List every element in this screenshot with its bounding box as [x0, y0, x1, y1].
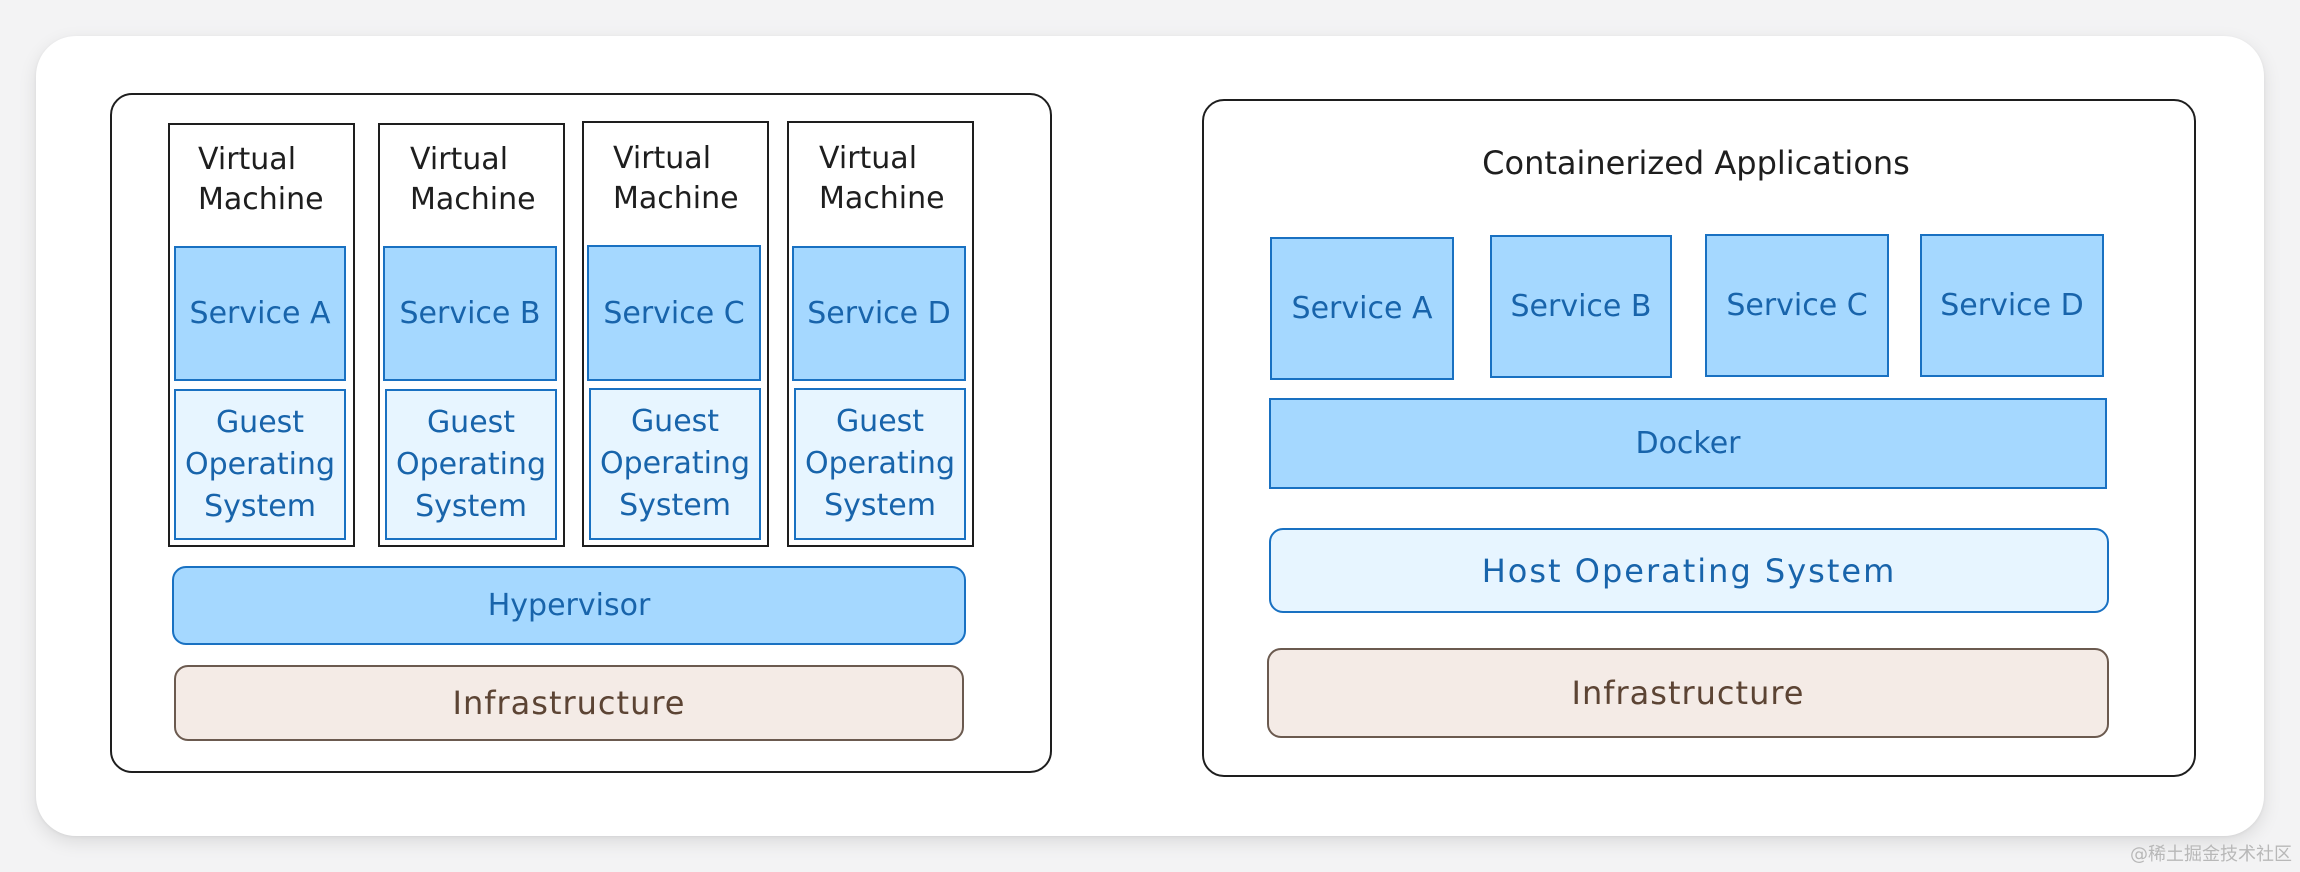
vm-title: Virtual Machine — [198, 142, 324, 217]
vm-service-b: Service B — [383, 246, 557, 381]
guest-os-d: Guest Operating System — [794, 388, 966, 540]
guest-os-a: Guest Operating System — [174, 389, 346, 540]
hypervisor-layer: Hypervisor — [172, 566, 966, 645]
watermark: @稀土掘金技术社区 — [2130, 844, 2292, 865]
host-os-layer: Host Operating System — [1269, 528, 2109, 613]
guest-os-c: Guest Operating System — [589, 388, 761, 540]
guest-os-b: Guest Operating System — [385, 389, 557, 540]
vm-service-d: Service D — [792, 246, 966, 381]
infrastructure-layer-right: Infrastructure — [1267, 648, 2109, 738]
vm-title: Virtual Machine — [410, 142, 536, 217]
vm-title: Virtual Machine — [819, 141, 945, 216]
container-service-a: Service A — [1270, 237, 1454, 380]
vm-title: Virtual Machine — [613, 141, 739, 216]
vm-service-c: Service C — [587, 245, 761, 381]
container-service-d: Service D — [1920, 234, 2104, 377]
diagram-card: Virtual Machine Service A Guest Operatin… — [36, 36, 2264, 836]
infrastructure-layer-left: Infrastructure — [174, 665, 964, 741]
container-service-c: Service C — [1705, 234, 1889, 377]
vm-service-a: Service A — [174, 246, 346, 381]
container-service-b: Service B — [1490, 235, 1672, 378]
containerized-applications-title: Containerized Applications — [1482, 144, 1910, 182]
docker-layer: Docker — [1269, 398, 2107, 489]
